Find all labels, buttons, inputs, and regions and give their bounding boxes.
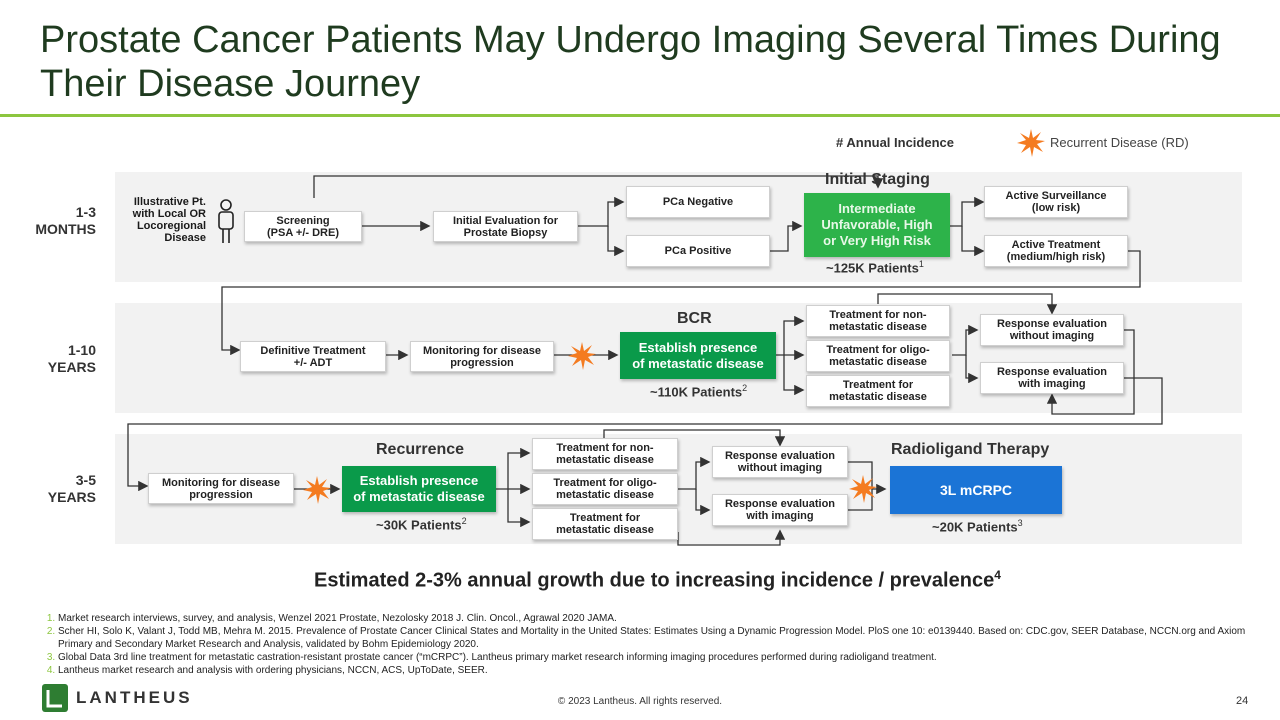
starburst-icon: [568, 342, 596, 370]
patients-110k-ref: 2: [742, 383, 748, 393]
monitoring-box-r3: Monitoring for disease progression: [148, 473, 294, 504]
starburst-icon: [849, 475, 877, 503]
mcrpc-box: 3L mCRPC: [890, 466, 1062, 514]
tx-nonmetastatic-box-r2: Treatment for non- metastatic disease: [806, 305, 950, 337]
patients-30k: ~30K Patients2: [376, 516, 467, 532]
growth-statement-text: Estimated 2-3% annual growth due to incr…: [314, 569, 995, 592]
page-title: Prostate Cancer Patients May Undergo Ima…: [40, 19, 1221, 105]
response-without-imaging-r3: Response evaluation without imaging: [712, 446, 848, 478]
establish-metastatic-box-r3: Establish presence of metastatic disease: [342, 466, 496, 512]
active-surveillance-box: Active Surveillance (low risk): [984, 186, 1128, 218]
footnote-item: Scher HI, Solo K, Valant J, Todd MB, Meh…: [58, 625, 1250, 651]
response-without-imaging-r2: Response evaluation without imaging: [980, 314, 1124, 346]
copyright: © 2023 Lantheus. All rights reserved.: [557, 696, 723, 707]
growth-statement: Estimated 2-3% annual growth due to incr…: [314, 568, 1001, 593]
pca-positive-box: PCa Positive: [626, 235, 770, 267]
growth-ref: 4: [994, 568, 1001, 582]
patients-125k: ~125K Patients1: [826, 259, 924, 275]
pca-negative-box: PCa Negative: [626, 186, 770, 218]
monitoring-box-r2: Monitoring for disease progression: [410, 341, 554, 372]
lantheus-logo-text: LANTHEUS: [76, 688, 193, 707]
patients-110k-text: ~110K Patients: [650, 384, 743, 400]
initial-evaluation-box: Initial Evaluation for Prostate Biopsy: [433, 211, 578, 242]
lantheus-mark-icon: [42, 684, 68, 712]
starburst-icon: [303, 476, 331, 504]
lantheus-logo: LANTHEUS: [42, 684, 193, 712]
patients-30k-text: ~30K Patients: [376, 517, 462, 533]
tx-metastatic-box-r2: Treatment for metastatic disease: [806, 375, 950, 407]
stage-title-recurrence: Recurrence: [376, 441, 465, 458]
tx-oligometastatic-box-r3: Treatment for oligo- metastatic disease: [532, 473, 678, 505]
patients-30k-ref: 2: [461, 516, 467, 526]
tx-metastatic-box-r3: Treatment for metastatic disease: [532, 508, 678, 540]
starburst-icon: [1017, 129, 1045, 157]
patients-125k-ref: 1: [918, 259, 924, 269]
screening-box: Screening (PSA +/- DRE): [244, 211, 362, 242]
response-with-imaging-r2: Response evaluation with imaging: [980, 362, 1124, 394]
row-label-3-5-years: 3-5 YEARS: [47, 472, 96, 505]
footnote-item: Market research interviews, survey, and …: [58, 612, 1250, 625]
page-number: 24: [1236, 695, 1249, 707]
legend-incidence-label: # Annual Incidence: [836, 135, 954, 150]
intermediate-risk-box: Intermediate Unfavorable, High or Very H…: [804, 193, 950, 257]
row-label-1-3-months: 1-3 MONTHS: [35, 204, 96, 237]
stage-title-bcr: BCR: [677, 310, 712, 327]
patient-figure-icon: [218, 199, 234, 243]
patients-110k: ~110K Patients2: [650, 383, 747, 399]
footnote-item: Global Data 3rd line treatment for metas…: [58, 651, 1250, 664]
response-with-imaging-r3: Response evaluation with imaging: [712, 494, 848, 526]
patients-125k-text: ~125K Patients: [826, 260, 919, 276]
active-treatment-box: Active Treatment (medium/high risk): [984, 235, 1128, 267]
tx-oligometastatic-box-r2: Treatment for oligo- metastatic disease: [806, 340, 950, 372]
patients-20k-text: ~20K Patients: [932, 519, 1018, 535]
definitive-treatment-box: Definitive Treatment +/- ADT: [240, 341, 386, 372]
patients-20k-ref: 3: [1017, 518, 1023, 528]
establish-metastatic-box-r2: Establish presence of metastatic disease: [620, 332, 776, 379]
row-label-1-10-years: 1-10 YEARS: [47, 342, 96, 375]
footnote-item: Lantheus market research and analysis wi…: [58, 664, 1250, 677]
title-divider: [0, 114, 1280, 117]
tx-nonmetastatic-box-r3: Treatment for non- metastatic disease: [532, 438, 678, 470]
footnotes: Market research interviews, survey, and …: [40, 612, 1250, 677]
stage-title-radioligand-therapy: Radioligand Therapy: [891, 441, 1050, 458]
illustrative-patient-label: Illustrative Pt. with Local OR Locoregio…: [132, 196, 206, 244]
patients-20k: ~20K Patients3: [932, 518, 1023, 534]
legend-recurrent-label: Recurrent Disease (RD): [1050, 135, 1189, 150]
stage-title-initial-staging: Initial Staging: [825, 171, 930, 188]
